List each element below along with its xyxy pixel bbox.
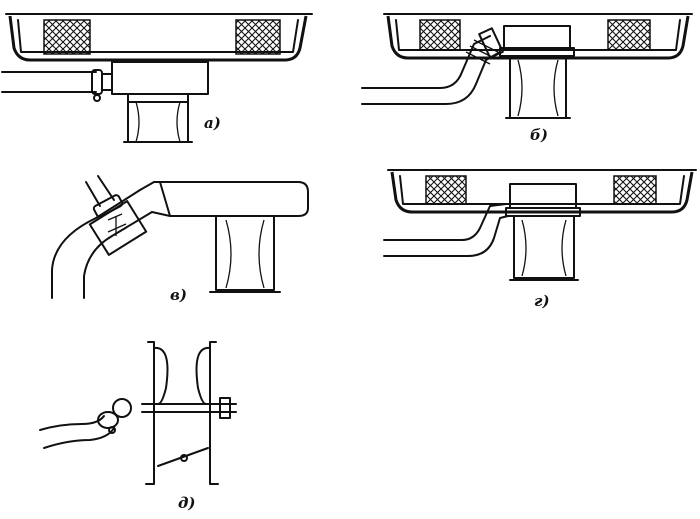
carburetor-adapter [111, 61, 209, 143]
panel-label-g: г) [534, 292, 550, 310]
clamp-fitting [85, 175, 148, 256]
filter-element-right [235, 19, 281, 55]
air-filter-housing [383, 13, 693, 60]
panel-label-v: в) [170, 286, 187, 304]
carburetor-body [141, 341, 237, 485]
throttle-valve [157, 447, 209, 467]
panel-v: в) [51, 175, 309, 304]
intake-pipe [1, 69, 113, 102]
filter-element-right [607, 19, 651, 51]
air-filter-housing [387, 169, 697, 214]
carburetor-adapter [499, 25, 575, 119]
panel-g: г) [383, 169, 697, 310]
panel-label-b: б) [530, 126, 548, 144]
filter-element-right [613, 175, 657, 205]
carburetor-adapter [505, 183, 581, 281]
panel-label-d: д) [178, 494, 196, 512]
panel-label-a: а) [204, 114, 221, 132]
elbow-pipe [51, 181, 309, 299]
panel-d: д) [39, 341, 237, 512]
intake-pipe [383, 203, 509, 257]
filter-element-left [43, 19, 91, 55]
panel-b: б) [361, 13, 693, 144]
filter-element-left [425, 175, 467, 205]
panel-a: а) [1, 13, 313, 143]
filter-element-left [419, 19, 461, 51]
intake-pipe [39, 398, 132, 449]
air-filter-housing [5, 13, 313, 62]
intake-pipe [361, 27, 504, 105]
carburetor-adapter [209, 215, 281, 293]
